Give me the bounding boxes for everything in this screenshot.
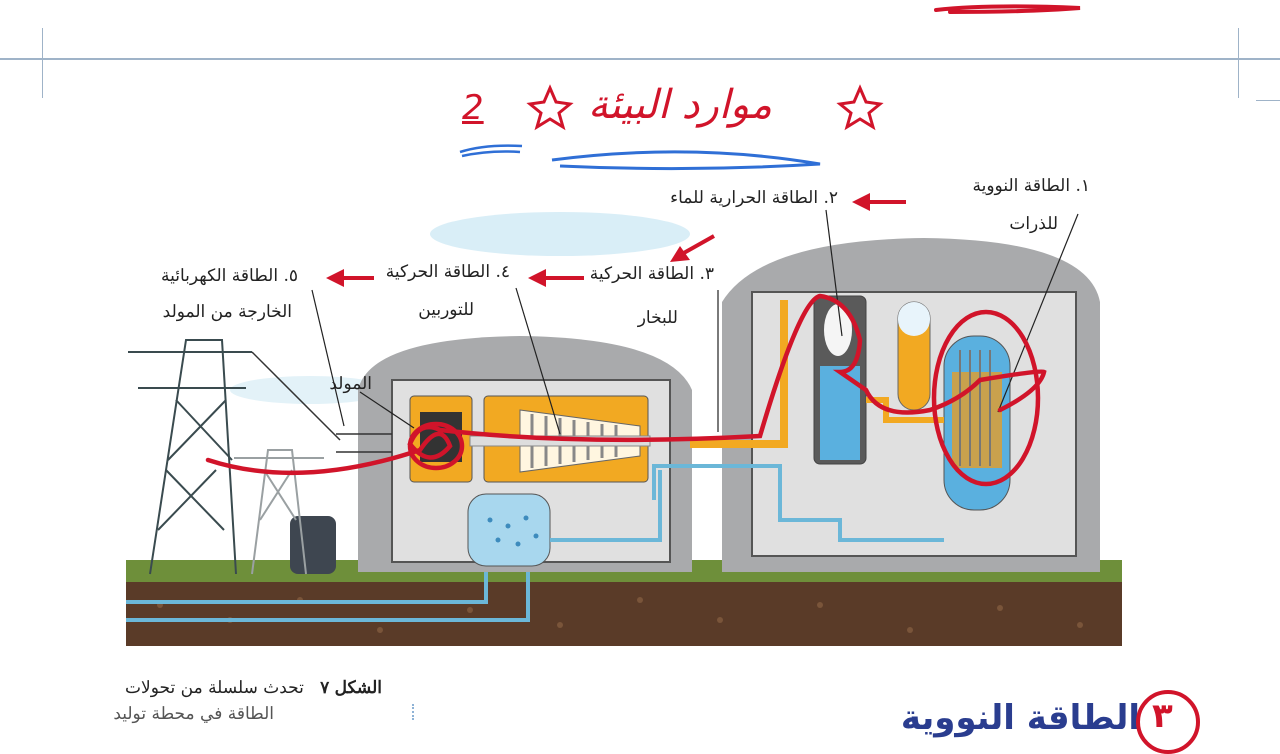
top-red-scribble: [934, 4, 1081, 14]
label-generator: المولد: [329, 374, 372, 394]
power-pylon-large: [128, 339, 252, 575]
label-electric-energy-line2: الخارجة من المولد: [162, 302, 292, 322]
section-title: الطاقة النووية: [900, 698, 1140, 738]
caption-divider: [412, 704, 415, 720]
heading-annotations: [459, 84, 884, 171]
label-thermal-energy: ٢. الطاقة الحرارية للماء: [670, 188, 838, 208]
power-pylon-small: [234, 449, 324, 575]
energy-flow-annotation: [205, 293, 1047, 476]
soil: [126, 582, 1122, 646]
handwritten-number: 2: [462, 88, 484, 128]
star-icon: [836, 84, 884, 131]
figure-caption-line2: الطاقة في محطة توليد: [113, 704, 274, 724]
label-nuclear-energy: ١. الطاقة النووية: [972, 176, 1091, 196]
label-steam-kinetic: ٣. الطاقة الحركية: [589, 264, 714, 284]
label-turbine-kinetic: ٤. الطاقة الحركية: [385, 262, 510, 282]
label-electric-energy: ٥. الطاقة الكهربائية: [160, 266, 298, 286]
page-top-rule: [0, 58, 1280, 60]
page-right-rule: [1256, 100, 1280, 101]
figure-label: الشكل: [334, 678, 382, 698]
label-steam-kinetic-line2: للبخار: [637, 308, 678, 328]
nuclear-plant-diagram: [126, 193, 1122, 646]
page-left-cropmark: [42, 28, 43, 98]
figure-number: ٧: [320, 678, 330, 698]
label-nuclear-energy-line2: للذرات: [1009, 214, 1058, 234]
condenser: [467, 493, 551, 567]
page-right-cropmark: [1238, 28, 1239, 98]
section-number: ٣: [1152, 696, 1173, 736]
star-icon: [526, 84, 574, 131]
handwritten-title: موارد البيئة: [588, 82, 773, 128]
transformer: [290, 516, 336, 574]
figure-caption-line1: تحدث سلسلة من تحولات: [125, 678, 304, 698]
figure-caption: الشكل ٧ تحدث سلسلة من تحولات: [125, 678, 382, 698]
label-turbine-kinetic-line2: للتوربين: [418, 300, 474, 320]
